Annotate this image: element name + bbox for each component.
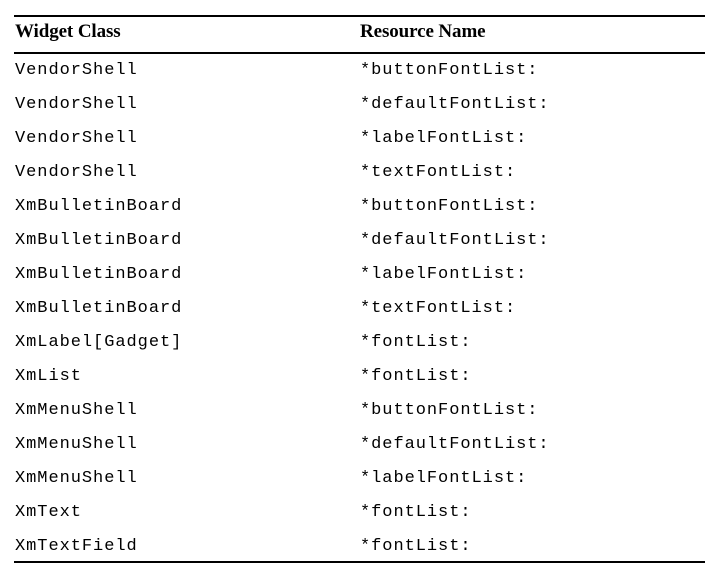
table-row: VendorShell *buttonFontList: xyxy=(0,60,720,94)
cell-widget-class: XmMenuShell xyxy=(15,435,138,454)
table-header-row: Widget Class Resource Name xyxy=(0,20,720,50)
cell-resource-name: *textFontList: xyxy=(360,163,517,182)
table-row: XmList *fontList: xyxy=(0,366,720,400)
cell-resource-name: *buttonFontList: xyxy=(360,61,539,80)
cell-resource-name: *defaultFontList: xyxy=(360,435,550,454)
table-row: XmText *fontList: xyxy=(0,502,720,536)
table-row: XmMenuShell *labelFontList: xyxy=(0,468,720,502)
cell-widget-class: XmText xyxy=(15,503,82,522)
table-body: VendorShell *buttonFontList: VendorShell *d… xyxy=(0,60,720,570)
table-row: XmBulletinBoard *buttonFontList: xyxy=(0,196,720,230)
cell-resource-name: *textFontList: xyxy=(360,299,517,318)
cell-widget-class: VendorShell xyxy=(15,61,138,80)
cell-widget-class: VendorShell xyxy=(15,163,138,182)
cell-widget-class: XmBulletinBoard xyxy=(15,197,183,216)
cell-widget-class: XmLabel[Gadget] xyxy=(15,333,183,352)
cell-resource-name: *defaultFontList: xyxy=(360,231,550,250)
cell-widget-class: XmBulletinBoard xyxy=(15,299,183,318)
table-row: VendorShell *labelFontList: xyxy=(0,128,720,162)
cell-resource-name: *labelFontList: xyxy=(360,265,528,284)
cell-resource-name: *fontList: xyxy=(360,367,472,386)
cell-resource-name: *defaultFontList: xyxy=(360,95,550,114)
table-bottom-rule xyxy=(14,561,705,563)
cell-resource-name: *labelFontList: xyxy=(360,129,528,148)
table-row: XmBulletinBoard *textFontList: xyxy=(0,298,720,332)
table-header-rule xyxy=(14,52,705,54)
cell-widget-class: XmList xyxy=(15,367,82,386)
cell-widget-class: XmMenuShell xyxy=(15,469,138,488)
cell-widget-class: VendorShell xyxy=(15,95,138,114)
cell-widget-class: XmBulletinBoard xyxy=(15,265,183,284)
cell-widget-class: VendorShell xyxy=(15,129,138,148)
cell-resource-name: *buttonFontList: xyxy=(360,401,539,420)
cell-widget-class: XmTextField xyxy=(15,537,138,556)
table-row: XmTextField *fontList: xyxy=(0,536,720,570)
table-row: XmMenuShell *defaultFontList: xyxy=(0,434,720,468)
table-row: XmBulletinBoard *defaultFontList: xyxy=(0,230,720,264)
table-row: XmMenuShell *buttonFontList: xyxy=(0,400,720,434)
cell-resource-name: *fontList: xyxy=(360,537,472,556)
cell-widget-class: XmMenuShell xyxy=(15,401,138,420)
cell-resource-name: *labelFontList: xyxy=(360,469,528,488)
table-row: XmLabel[Gadget] *fontList: xyxy=(0,332,720,366)
column-header-widget-class: Widget Class xyxy=(15,21,121,42)
cell-resource-name: *buttonFontList: xyxy=(360,197,539,216)
table-top-rule xyxy=(14,15,705,17)
column-header-resource-name: Resource Name xyxy=(360,21,486,42)
table-row: VendorShell *defaultFontList: xyxy=(0,94,720,128)
cell-resource-name: *fontList: xyxy=(360,503,472,522)
cell-widget-class: XmBulletinBoard xyxy=(15,231,183,250)
table-row: VendorShell *textFontList: xyxy=(0,162,720,196)
table-row: XmBulletinBoard *labelFontList: xyxy=(0,264,720,298)
cell-resource-name: *fontList: xyxy=(360,333,472,352)
